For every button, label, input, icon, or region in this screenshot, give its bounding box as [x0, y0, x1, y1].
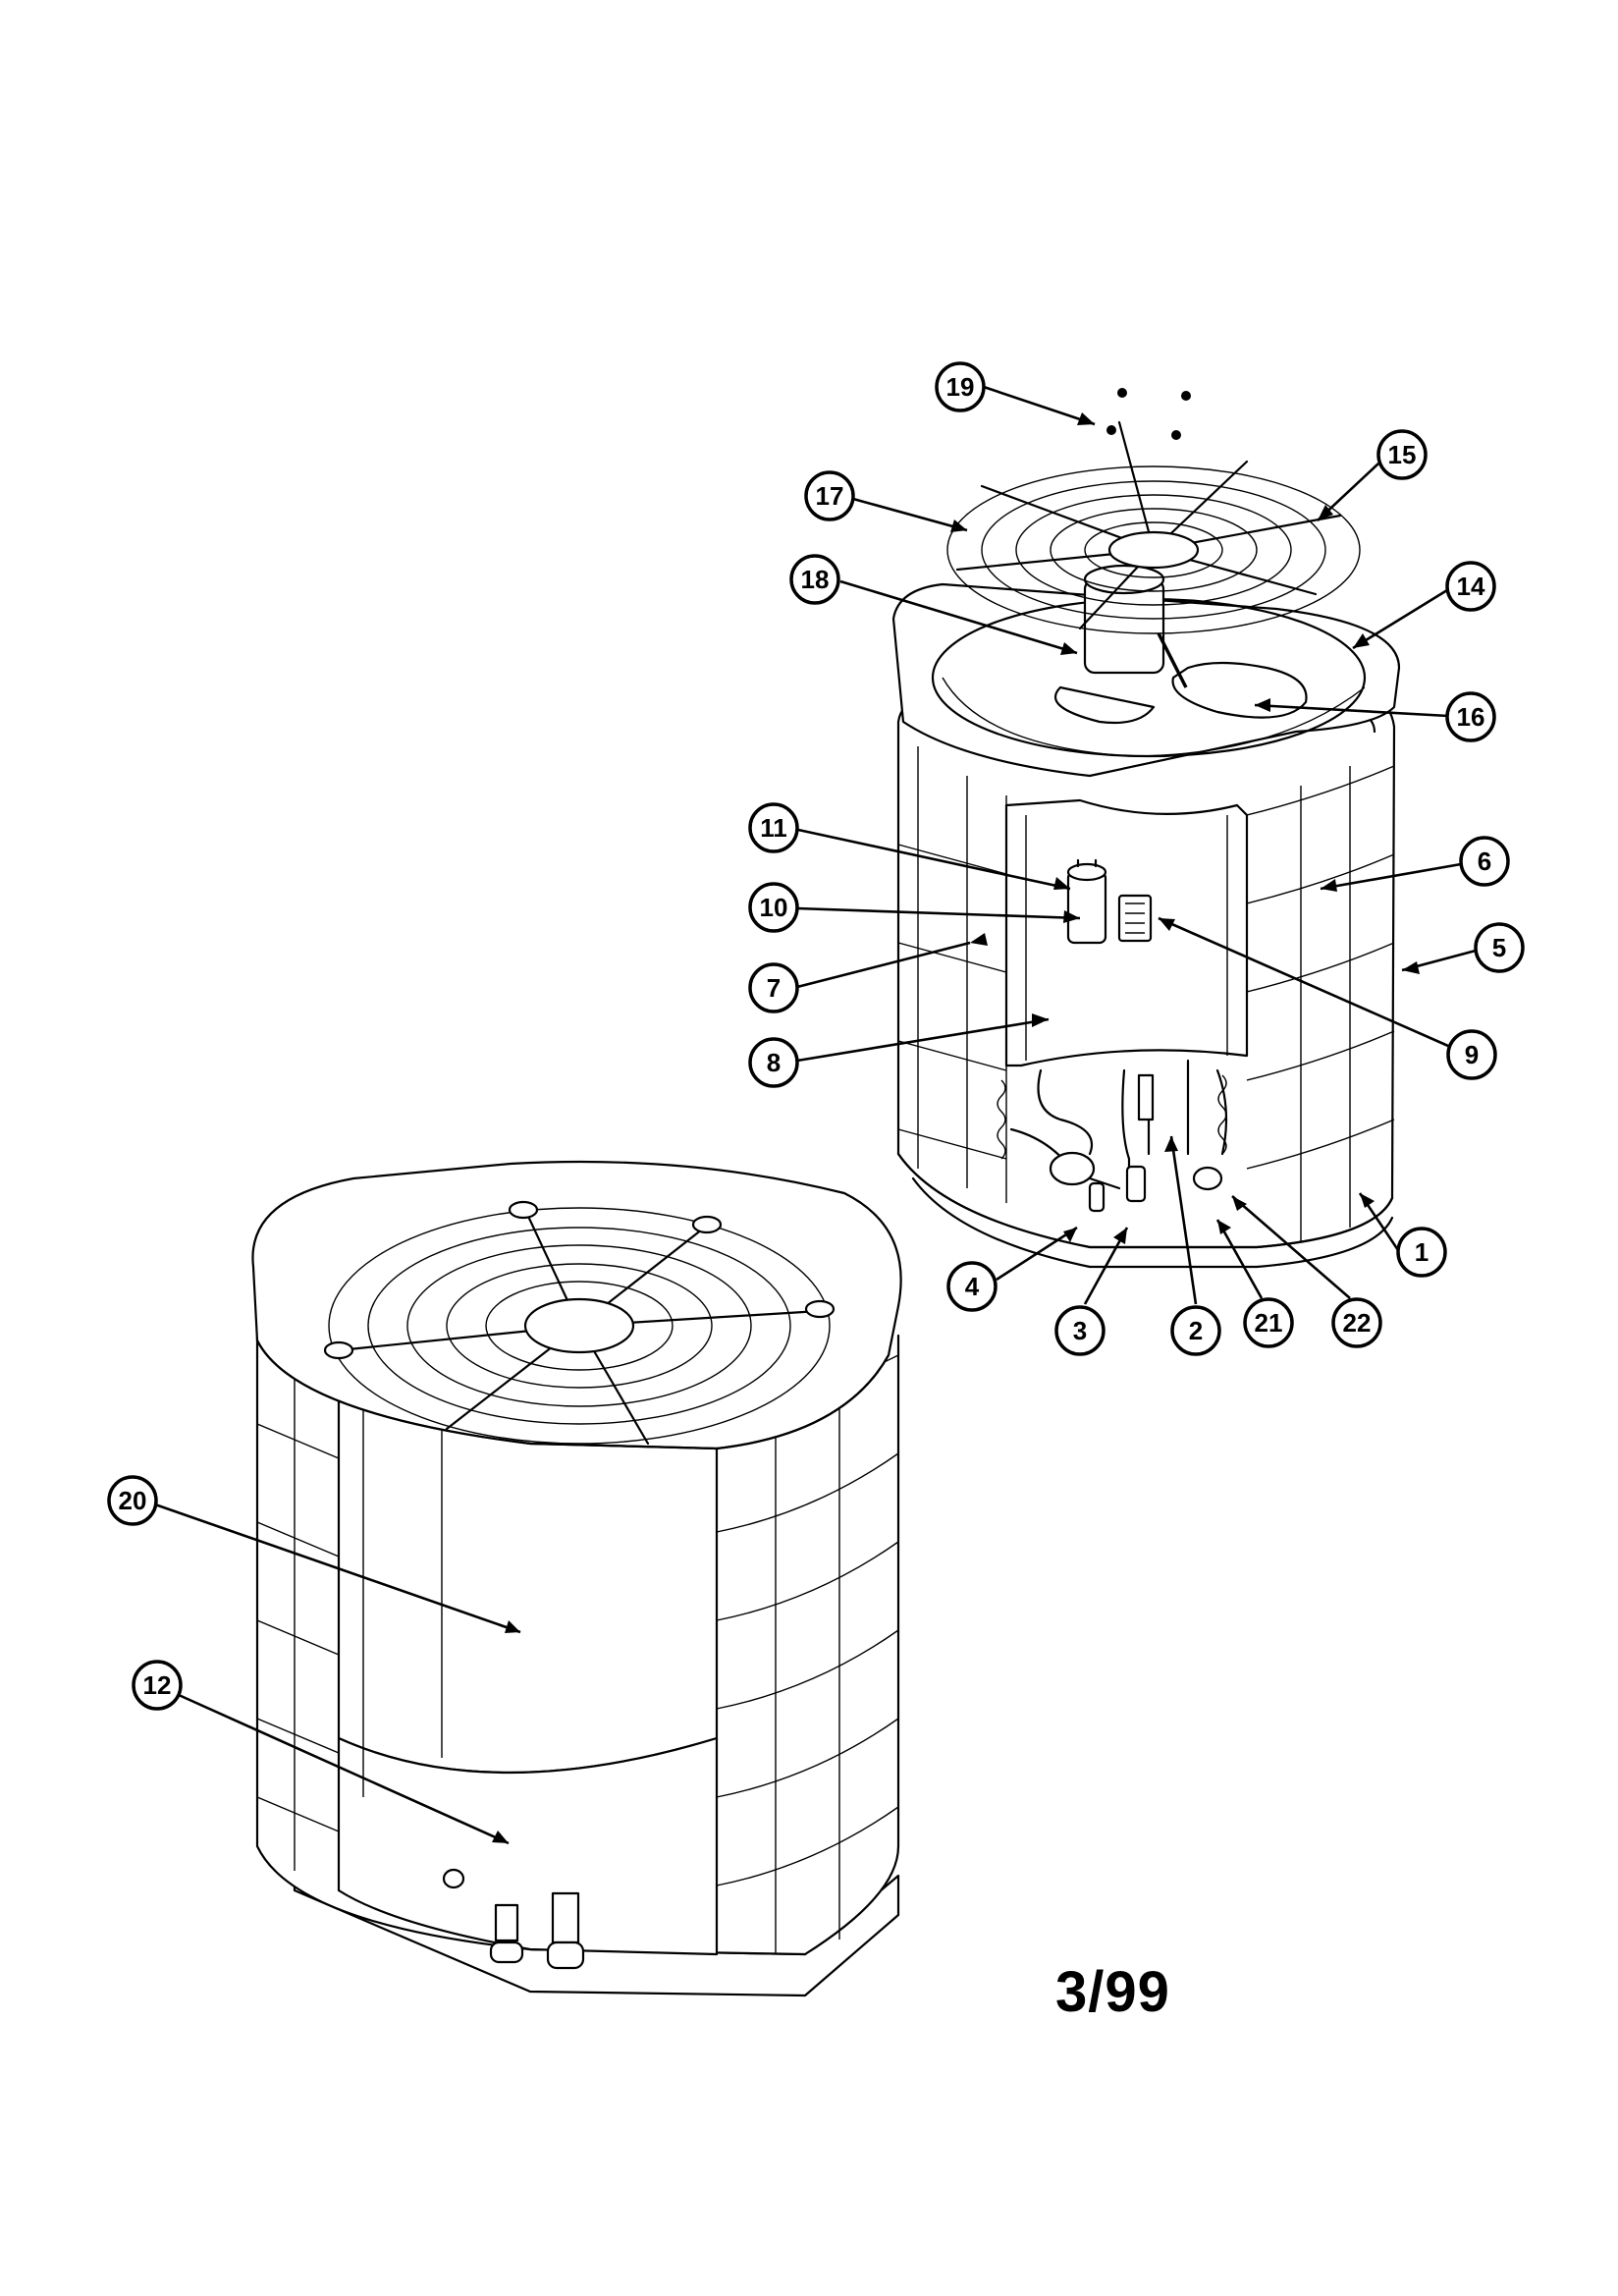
callout-22: 22 [1331, 1297, 1382, 1348]
svg-text:10: 10 [760, 893, 788, 922]
svg-text:19: 19 [946, 372, 975, 402]
assembled-condenser-unit [251, 1160, 902, 1997]
svg-text:12: 12 [143, 1670, 172, 1700]
svg-text:20: 20 [119, 1486, 147, 1515]
callout-10: 10 [748, 882, 799, 933]
svg-text:11: 11 [760, 813, 787, 843]
capacitor [1066, 858, 1107, 945]
svg-text:2: 2 [1189, 1316, 1203, 1345]
callout-19: 19 [935, 361, 986, 412]
svg-text:3: 3 [1073, 1316, 1087, 1345]
svg-text:21: 21 [1255, 1308, 1283, 1338]
callout-1: 1 [1396, 1227, 1447, 1278]
callout-16: 16 [1445, 691, 1496, 742]
contactor [1117, 894, 1153, 943]
callout-21: 21 [1243, 1297, 1294, 1348]
svg-text:15: 15 [1388, 440, 1417, 469]
compressor-tubing [1009, 1059, 1228, 1213]
callout-15: 15 [1376, 429, 1428, 480]
svg-text:9: 9 [1465, 1040, 1479, 1069]
screws [1106, 388, 1191, 440]
svg-text:16: 16 [1457, 702, 1485, 732]
svg-text:18: 18 [801, 565, 830, 594]
svg-text:1: 1 [1415, 1237, 1429, 1267]
callout-7: 7 [748, 962, 799, 1013]
callout-14: 14 [1445, 561, 1496, 612]
svg-text:14: 14 [1457, 572, 1485, 601]
callout-6: 6 [1459, 836, 1510, 887]
svg-text:5: 5 [1492, 933, 1506, 962]
svg-text:8: 8 [767, 1048, 781, 1077]
svg-text:6: 6 [1478, 847, 1491, 876]
arrowheads [492, 412, 1420, 1843]
svg-text:22: 22 [1343, 1308, 1372, 1338]
callout-4: 4 [946, 1261, 998, 1312]
callout-12: 12 [132, 1660, 183, 1711]
callout-5: 5 [1474, 922, 1525, 973]
svg-text:17: 17 [816, 481, 844, 511]
service-valves [442, 1868, 585, 1970]
callout-2: 2 [1170, 1305, 1221, 1356]
callout-17: 17 [804, 470, 855, 521]
exploded-condenser-unit [891, 388, 1401, 1269]
callout-11: 11 [748, 802, 799, 853]
callout-18: 18 [789, 554, 840, 605]
svg-text:7: 7 [767, 973, 781, 1003]
callout-3: 3 [1054, 1305, 1106, 1356]
fan-guard [946, 420, 1361, 634]
callout-8: 8 [748, 1037, 799, 1088]
svg-text:4: 4 [965, 1272, 980, 1301]
revision-date: 3/99 [1055, 1960, 1170, 2024]
callout-20: 20 [107, 1475, 158, 1526]
callout-9: 9 [1446, 1029, 1497, 1080]
fan-blade [1053, 661, 1308, 725]
